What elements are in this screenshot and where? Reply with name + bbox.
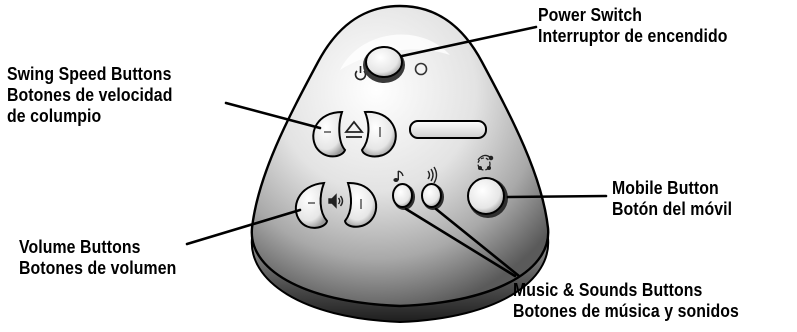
swing-speed-label-es-line1: Botones de velocidad xyxy=(7,85,172,106)
swing-speed-indicator xyxy=(410,121,486,138)
swing-speed-callout: Swing Speed Buttons Botones de velocidad… xyxy=(7,64,172,127)
music-button[interactable] xyxy=(393,184,415,210)
power-switch-label-en: Power Switch xyxy=(538,5,728,26)
music-sounds-label-es: Botones de música y sonidos xyxy=(513,301,739,322)
music-sounds-callout: Music & Sounds Buttons Botones de música… xyxy=(513,280,739,322)
power-switch-callout: Power Switch Interruptor de encendido xyxy=(538,5,728,47)
mobile-button[interactable] xyxy=(468,178,508,218)
volume-buttons-label-es: Botones de volumen xyxy=(19,258,176,279)
power-switch-label-es: Interruptor de encendido xyxy=(538,26,728,47)
power-indicator-light xyxy=(416,64,427,75)
swing-speed-label-en: Swing Speed Buttons xyxy=(7,64,172,85)
power-switch[interactable] xyxy=(363,47,405,83)
volume-buttons-label-en: Volume Buttons xyxy=(19,237,176,258)
mobile-button-leader xyxy=(508,196,606,197)
mobile-button-callout: Mobile Button Botón del móvil xyxy=(612,178,732,220)
sounds-button[interactable] xyxy=(422,184,444,210)
swing-speed-label-es-line2: de columpio xyxy=(7,106,172,127)
mobile-button-label-en: Mobile Button xyxy=(612,178,732,199)
volume-buttons-callout: Volume Buttons Botones de volumen xyxy=(19,237,176,279)
panel-body xyxy=(252,6,548,306)
mobile-button-label-es: Botón del móvil xyxy=(612,199,732,220)
music-sounds-label-en: Music & Sounds Buttons xyxy=(513,280,739,301)
